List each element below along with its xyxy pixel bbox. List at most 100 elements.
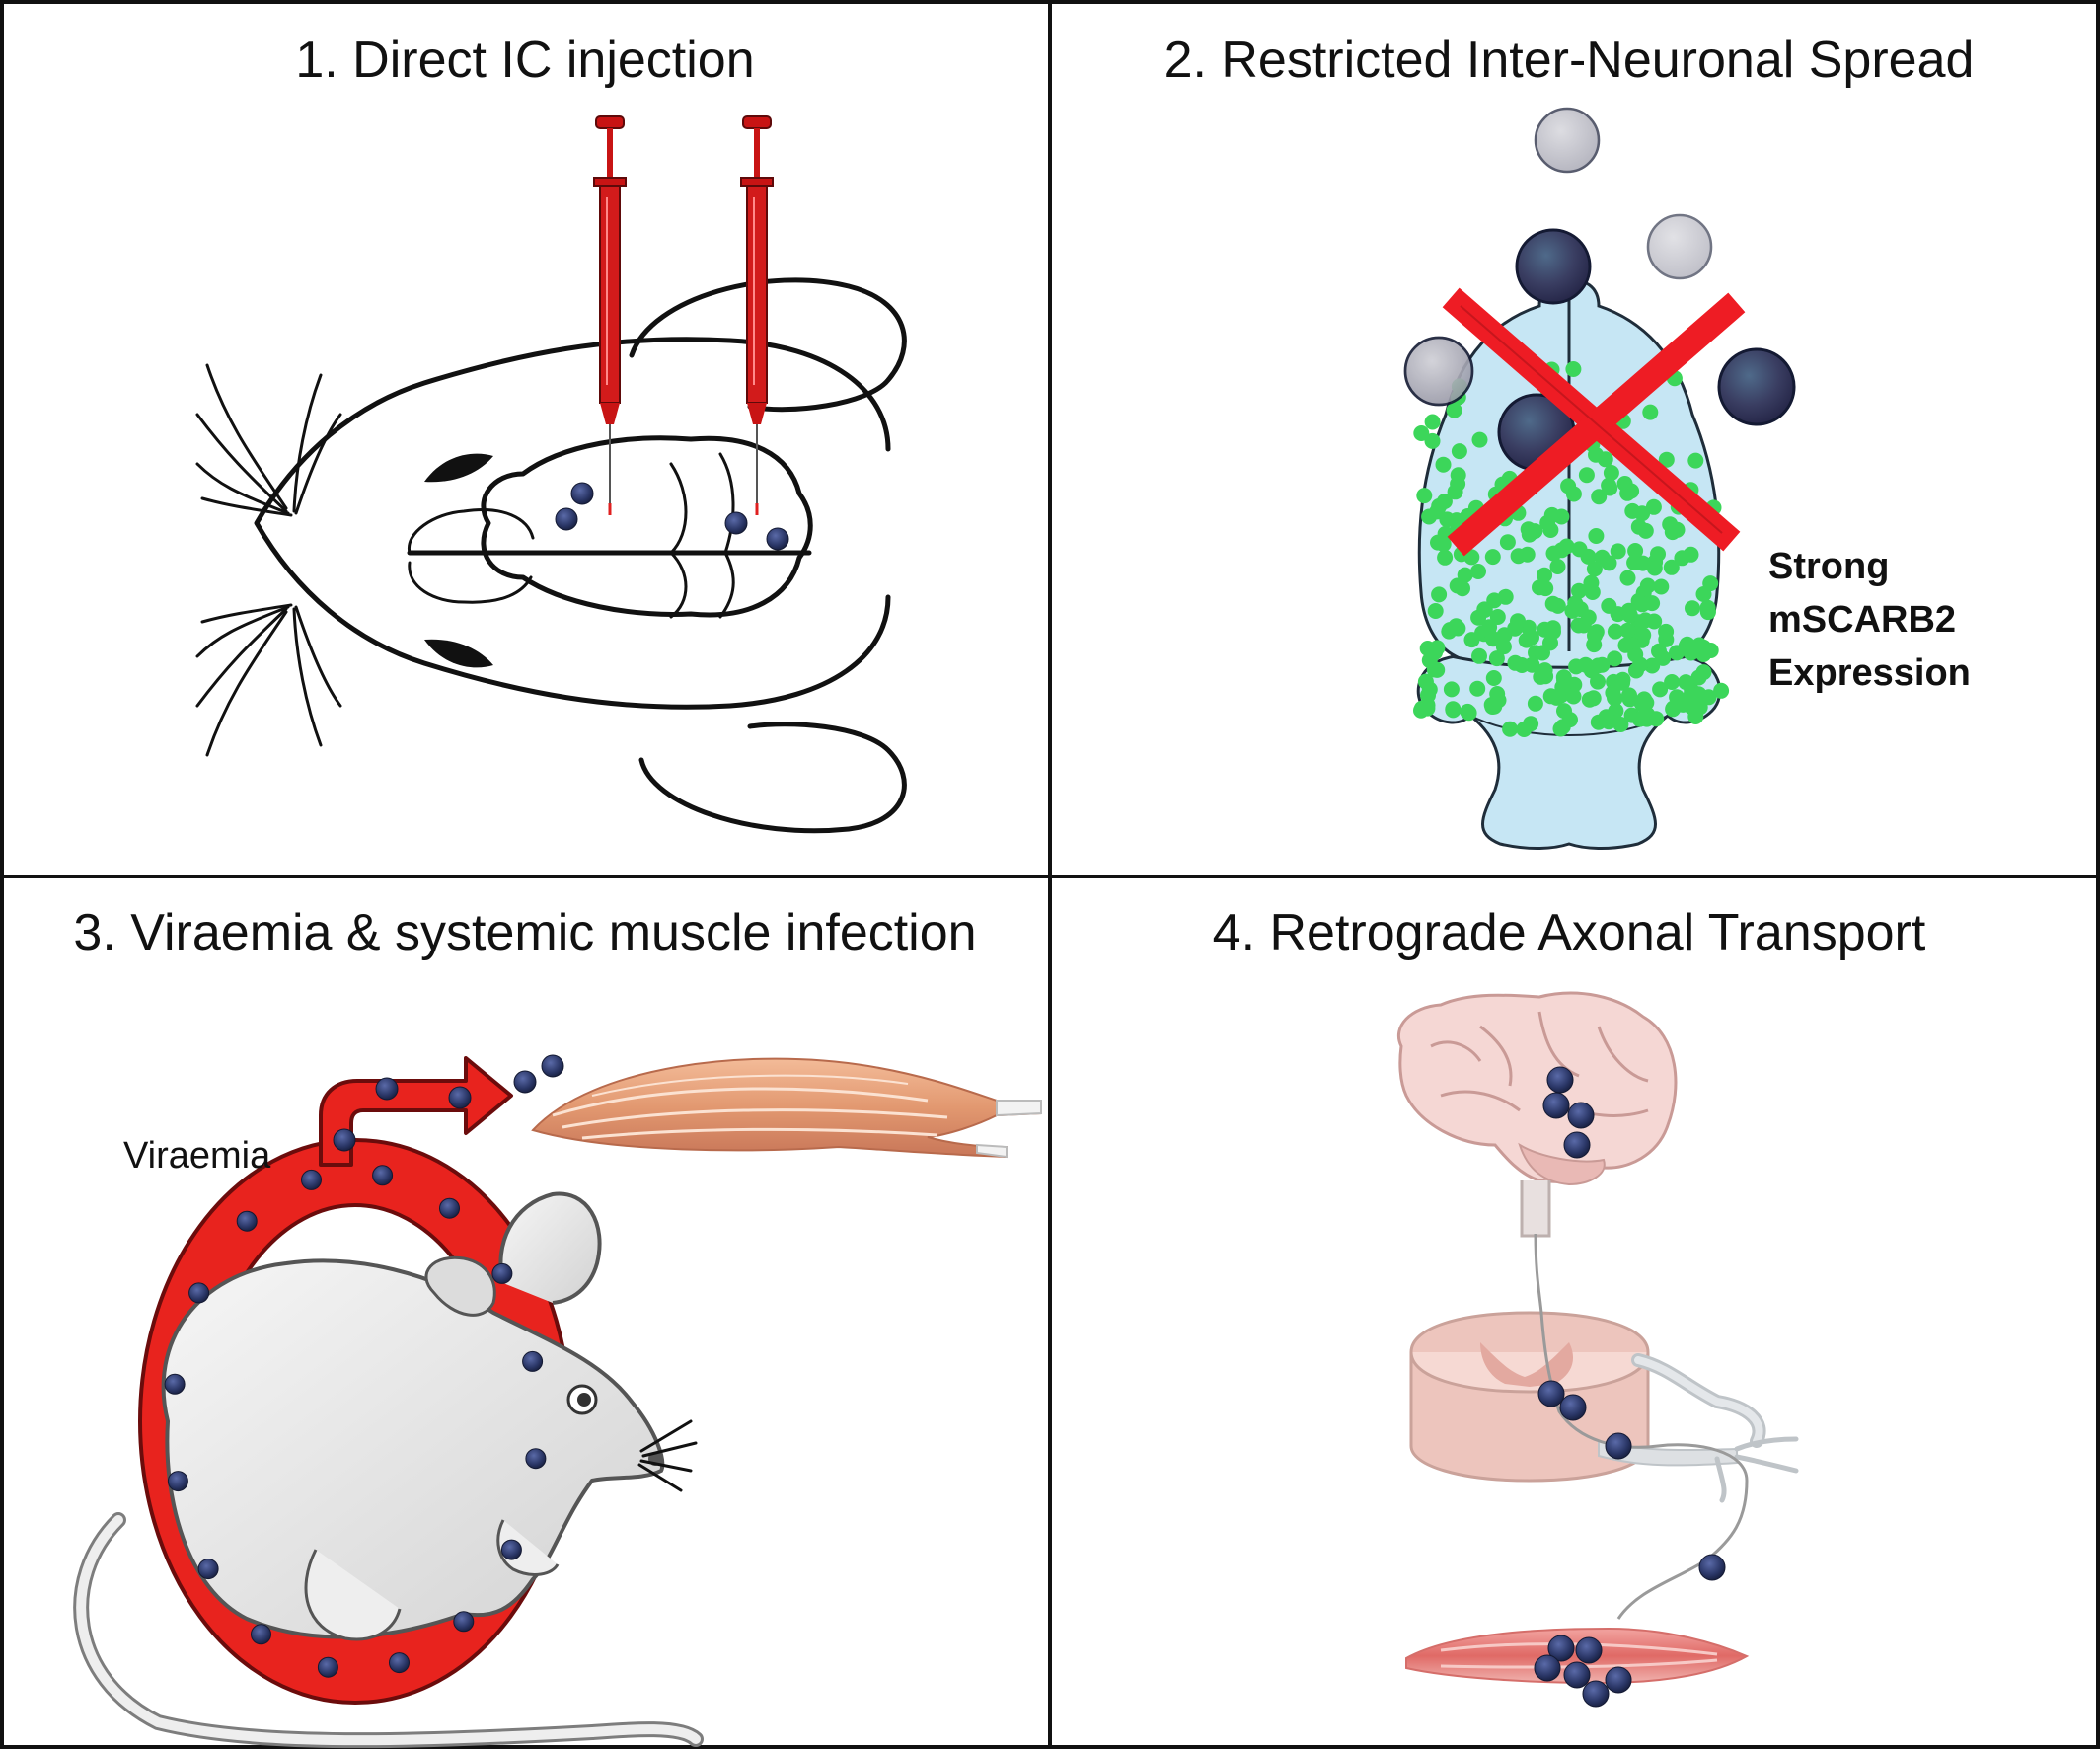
receptor-dot bbox=[1610, 543, 1626, 560]
receptor-dot bbox=[1695, 646, 1712, 662]
receptor-dot bbox=[1644, 657, 1661, 674]
virus-particle-icon bbox=[167, 1471, 188, 1492]
receptor-dot bbox=[1427, 603, 1444, 619]
syringe-icon bbox=[740, 115, 774, 515]
receptor-dot bbox=[1607, 650, 1623, 667]
virus-particle-icon bbox=[1563, 1661, 1591, 1689]
receptor-dot bbox=[1586, 561, 1603, 577]
receptor-dot bbox=[1554, 719, 1571, 735]
receptor-dot bbox=[1583, 574, 1600, 591]
receptor-dot bbox=[1424, 414, 1441, 430]
virus-particle-icon bbox=[1563, 1131, 1591, 1159]
receptor-dot bbox=[1688, 452, 1704, 469]
receptor-dot bbox=[1632, 656, 1648, 673]
receptor-dot bbox=[1427, 644, 1444, 660]
receptor-dot bbox=[1553, 508, 1570, 525]
receptor-dot bbox=[1614, 674, 1631, 691]
panel-2: Strong mSCARB2 Expression bbox=[1403, 107, 1971, 851]
receptor-dot bbox=[1469, 680, 1486, 697]
receptor-dot bbox=[1588, 528, 1605, 544]
receptor-dot bbox=[1523, 716, 1539, 732]
arrow-icon bbox=[319, 1056, 513, 1167]
receptor-dot bbox=[1626, 555, 1643, 570]
receptor-dot bbox=[1521, 526, 1538, 543]
receptor-dot bbox=[1624, 502, 1641, 519]
receptor-dot bbox=[1663, 559, 1680, 575]
receptor-dot bbox=[1419, 700, 1436, 717]
virus-particle-icon bbox=[1717, 347, 1796, 426]
receptor-dot bbox=[1594, 549, 1611, 566]
receptor-dot bbox=[1685, 600, 1700, 617]
receptor-dot bbox=[1499, 534, 1516, 551]
receptor-dot bbox=[1495, 639, 1512, 655]
receptor-dot bbox=[1702, 575, 1719, 592]
receptor-dot bbox=[1490, 692, 1507, 709]
receptor-dot bbox=[1431, 586, 1448, 603]
injected-virus-group bbox=[555, 482, 789, 551]
receptor-dot bbox=[1639, 706, 1656, 722]
virus-particle-icon bbox=[1605, 1666, 1632, 1694]
receptor-dot bbox=[1620, 602, 1637, 619]
virus-particle-icon bbox=[317, 1656, 338, 1678]
receptor-dot bbox=[1565, 361, 1582, 377]
receptor-dot bbox=[1416, 488, 1433, 504]
receptor-dot bbox=[1658, 623, 1675, 640]
receptor-dot bbox=[1642, 404, 1659, 420]
virus-particle-icon bbox=[301, 1169, 322, 1190]
virus-particle-icon bbox=[448, 1086, 472, 1109]
receptor-dot bbox=[1443, 681, 1460, 698]
receptor-dot bbox=[1570, 617, 1587, 634]
receptor-dot bbox=[1507, 620, 1524, 637]
virus-particle-icon bbox=[513, 1070, 537, 1094]
receptor-dot bbox=[1601, 477, 1617, 494]
virus-particle-icon bbox=[1546, 1066, 1574, 1094]
virus-particle-icon bbox=[500, 1539, 522, 1560]
virus-particle-icon bbox=[439, 1197, 460, 1219]
receptor-dot bbox=[1497, 588, 1514, 605]
virus-particle-icon bbox=[555, 507, 578, 531]
receptor-dot bbox=[1577, 656, 1594, 673]
virus-particle-icon bbox=[1515, 228, 1592, 305]
receptor-dot bbox=[1567, 595, 1584, 612]
receptor-dot bbox=[1488, 650, 1505, 667]
receptor-dot bbox=[1479, 622, 1496, 639]
receptor-dot bbox=[1539, 514, 1556, 531]
virus-particle-icon bbox=[164, 1373, 186, 1395]
receptor-dot bbox=[1455, 580, 1470, 597]
virus-particle-icon bbox=[1538, 1380, 1565, 1407]
virus-particle-icon bbox=[766, 527, 789, 551]
receptor-dot bbox=[1471, 431, 1488, 448]
receptor-dot bbox=[1607, 690, 1623, 707]
receptor-dot bbox=[1591, 489, 1608, 505]
receptor-dot bbox=[1688, 709, 1704, 724]
spinal-cord-icon bbox=[1409, 1311, 1799, 1503]
receptor-dot bbox=[1607, 623, 1623, 640]
receptor-dot bbox=[1619, 622, 1636, 639]
receptor-dot bbox=[1678, 674, 1694, 691]
receptor-dot bbox=[1435, 456, 1452, 473]
bloodstream-virus-group bbox=[164, 1054, 564, 1678]
receptor-dot bbox=[1617, 637, 1634, 653]
receptor-dot bbox=[1446, 402, 1462, 418]
cross-mark-icon bbox=[1442, 287, 1746, 557]
virus-particle-icon bbox=[1605, 1432, 1632, 1460]
virus-particle-icon bbox=[453, 1611, 475, 1633]
virus-particle-icon bbox=[1582, 1680, 1610, 1708]
receptor-dot bbox=[1450, 476, 1466, 493]
panel-2-title: 2. Restricted Inter-Neuronal Spread bbox=[1164, 32, 1975, 89]
receptor-dot bbox=[1653, 578, 1670, 595]
receptor-dot bbox=[1448, 618, 1464, 635]
virus-particle-icon bbox=[1542, 1092, 1570, 1119]
receptor-dot bbox=[1699, 604, 1716, 621]
receptor-dot bbox=[1646, 560, 1663, 576]
receptor-dot bbox=[1645, 498, 1662, 515]
whiskers-icon bbox=[195, 363, 342, 757]
virus-particle-icon bbox=[251, 1624, 271, 1645]
receptor-dot bbox=[1664, 674, 1681, 690]
panel-4 bbox=[1397, 991, 1799, 1708]
panel-3-title: 3. Viraemia & systemic muscle infection bbox=[73, 904, 976, 961]
receptor-dot bbox=[1650, 546, 1666, 563]
receptor-dot bbox=[1674, 550, 1690, 567]
receptor-dot bbox=[1549, 559, 1566, 574]
receptor-dot bbox=[1658, 451, 1675, 468]
